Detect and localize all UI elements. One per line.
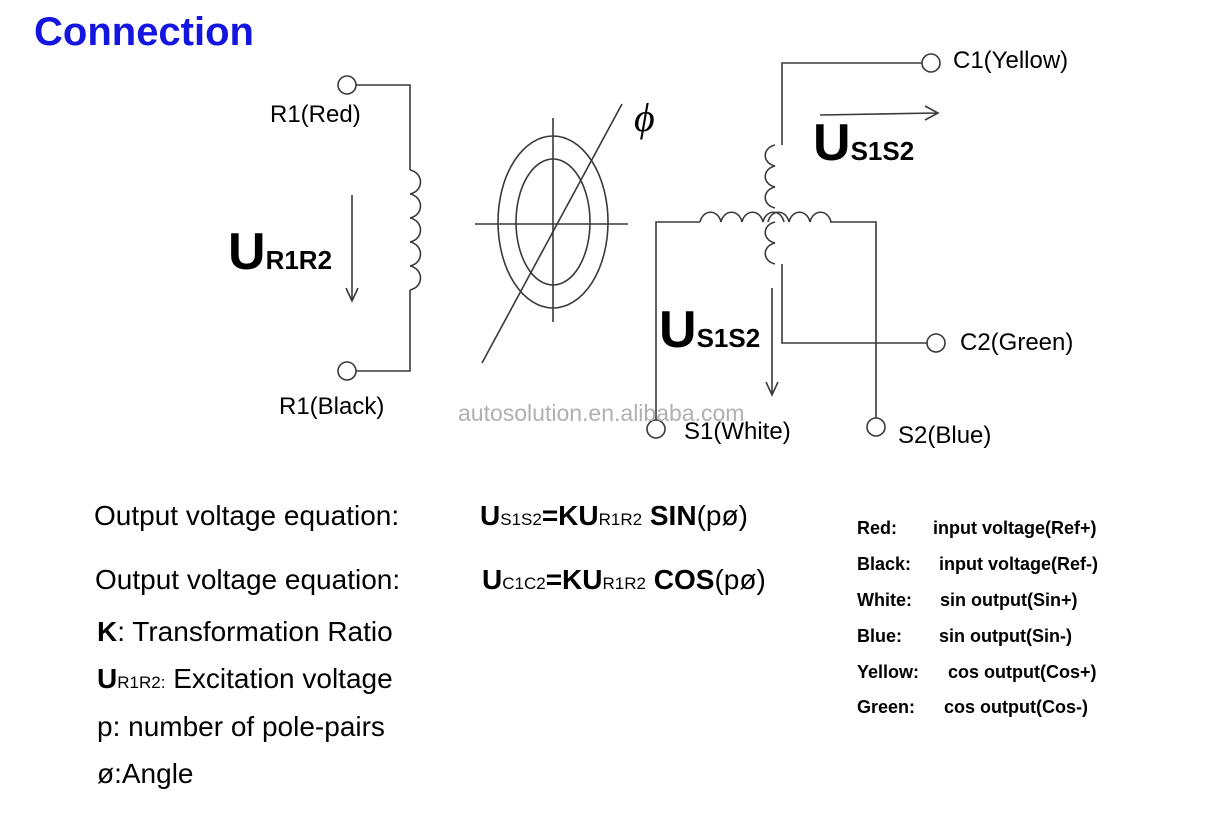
definition-k-symbol: K (97, 616, 118, 647)
u-s1s2-bottom-sub: S1S2 (696, 323, 761, 353)
legend-desc-blue: sin output(Sin-) (939, 626, 1072, 646)
u-s1s2-top-label: US1S2 (813, 113, 914, 173)
definition-u-sub: R1R2: (117, 673, 166, 692)
stator-wire-c1 (781, 62, 922, 145)
eq-cos-fn: COS (653, 564, 715, 595)
eq-cos-sub1: C1C2 (502, 574, 546, 593)
terminal-label-r1-black: R1(Black) (279, 393, 385, 420)
eq-sin-sub2: R1R2 (598, 510, 643, 529)
eq-cos-u: U (482, 564, 503, 595)
stator-coil-c-top (764, 144, 776, 209)
terminal-r1-black (337, 361, 357, 381)
u-s1s2-top-sub: S1S2 (850, 136, 915, 166)
terminal-label-s2: S2(Blue) (898, 422, 992, 449)
equation-sin: US1S2=KUR1R2 SIN(pø) (480, 500, 748, 532)
stator-wire-s2 (830, 221, 877, 418)
u-s1s2-bottom-arrow (765, 288, 779, 397)
watermark: autosolution.en.alibaba.com (458, 400, 745, 426)
terminal-label-c1: C1(Yellow) (953, 47, 1069, 74)
stator-coil-left (699, 211, 785, 223)
rotor-wire (356, 84, 411, 372)
definition-u-symbol: U (97, 663, 118, 694)
legend-color-blue: Blue: (857, 626, 902, 646)
u-r1r2-main: U (228, 223, 266, 281)
terminal-c1 (921, 53, 941, 73)
legend-color-white: White: (857, 590, 912, 610)
definition-u: UR1R2: Excitation voltage (97, 663, 393, 695)
flux-symbol: ϕ (634, 95, 655, 140)
eq-sin-arg: (pø) (696, 500, 748, 531)
legend-item-black: Black: input voltage(Ref-) (857, 554, 1098, 575)
legend-color-yellow: Yellow: (857, 662, 920, 682)
legend-item-white: White: sin output(Sin+) (857, 590, 1077, 611)
equation-label-sin: Output voltage equation: (94, 500, 400, 531)
definition-k: K: Transformation Ratio (97, 616, 393, 648)
terminal-label-r1-red: R1(Red) (270, 101, 361, 128)
legend-desc-red: input voltage(Ref+) (933, 518, 1097, 538)
eq-sin-ku: =KU (541, 500, 599, 531)
legend-desc-green: cos output(Cos-) (944, 697, 1088, 717)
definition-p: p: number of pole-pairs (97, 711, 385, 742)
legend-item-red: Red: input voltage(Ref+) (857, 518, 1097, 539)
stator-coil-c-bottom (764, 221, 776, 265)
legend-color-red: Red: (857, 518, 897, 538)
terminal-label-c2: C2(Green) (960, 329, 1074, 356)
legend-color-black: Black: (857, 554, 912, 574)
definition-k-text: : Transformation Ratio (117, 616, 393, 647)
legend-color-green: Green: (857, 697, 916, 717)
legend-desc-white: sin output(Sin+) (940, 590, 1078, 610)
eq-sin-u: U (480, 500, 501, 531)
u-s1s2-bottom-label: US1S2 (659, 300, 760, 360)
eq-cos-ku: =KU (545, 564, 603, 595)
eq-sin-sub1: S1S2 (500, 510, 542, 529)
eq-cos-arg: (pø) (714, 564, 766, 595)
u-r1r2-arrow (345, 195, 359, 303)
definition-angle: ø:Angle (97, 758, 194, 789)
equation-cos: UC1C2=KUR1R2 COS(pø) (482, 564, 766, 596)
eq-cos-sub2: R1R2 (602, 574, 646, 593)
core-axes (475, 118, 628, 322)
u-r1r2-sub: R1R2 (265, 245, 333, 275)
u-r1r2-label: UR1R2 (228, 222, 332, 282)
terminal-r1-red (337, 75, 357, 95)
page-title: Connection (34, 10, 254, 54)
terminal-c2 (926, 333, 946, 353)
terminal-label-s1: S1(White) (684, 418, 791, 445)
stator-wire-c2 (781, 264, 927, 344)
flux-line (481, 103, 623, 364)
u-s1s2-bottom-main: U (659, 301, 697, 359)
legend-desc-black: input voltage(Ref-) (939, 554, 1098, 574)
terminal-s2 (866, 417, 886, 437)
legend-item-yellow: Yellow: cos output(Cos+) (857, 662, 1097, 683)
u-s1s2-top-main: U (813, 114, 851, 172)
legend-desc-yellow: cos output(Cos+) (948, 662, 1097, 682)
stator-coil-right (767, 211, 832, 223)
rotor-coil (409, 169, 422, 291)
stator-wire-s1 (655, 221, 700, 420)
u-s1s2-top-arrow (819, 105, 940, 121)
legend-item-blue: Blue: sin output(Sin-) (857, 626, 1072, 647)
eq-sin-fn: SIN (649, 500, 697, 531)
equation-label-cos: Output voltage equation: (95, 564, 401, 595)
definition-u-text: Excitation voltage (165, 663, 393, 694)
terminal-s1 (646, 419, 666, 439)
legend-item-green: Green: cos output(Cos-) (857, 697, 1088, 718)
